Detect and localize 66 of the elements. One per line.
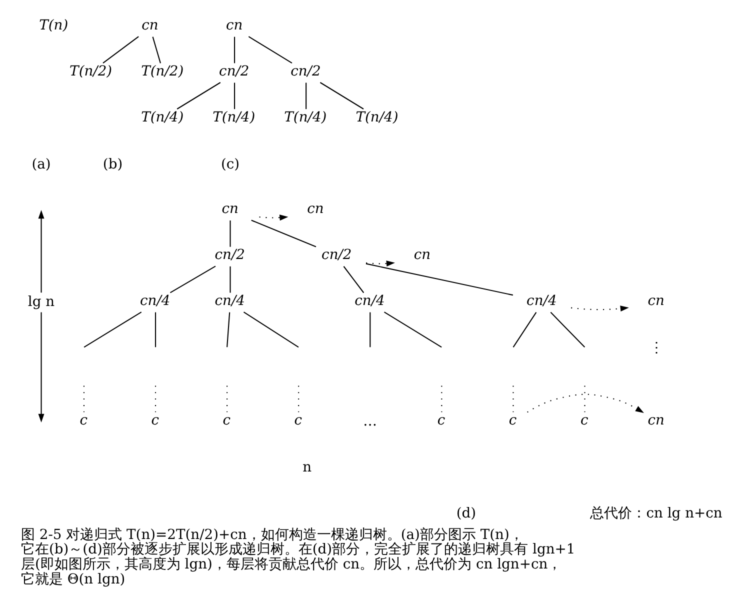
- label: (a): [32, 156, 51, 172]
- connector: [512, 312, 537, 348]
- label: (b): [102, 156, 123, 172]
- caption: 图 2-5 对递归式 T(n)=2T(n/2)+cn，如何构造一棵递归树。(a)部分图示 T(n)，它在(b)～(d)部分被逐步扩展以形成递归树。在(d)部分，完全扩展了的递归树具有 lgn+1 层(即如图所示，其高度为 lgn)，每层将贡献总代价 cn。所以，总代价为 cn lgn+cn，它就是 Θ(n lgn): [20, 526, 576, 588]
- node-text: cn: [414, 247, 431, 264]
- connector: [306, 82, 307, 110]
- node-text: T(n/2): [70, 63, 112, 80]
- label: ⋮: [649, 340, 664, 356]
- connector: [370, 312, 371, 348]
- node-text: T(n/4): [284, 109, 327, 126]
- connector: [226, 312, 230, 348]
- label: …: [363, 414, 378, 430]
- connector: [366, 263, 514, 296]
- connector: [170, 266, 216, 294]
- node-text: cn/2: [290, 63, 321, 80]
- node-text: c: [580, 412, 588, 429]
- node-text: c: [222, 412, 231, 429]
- arrow: [527, 394, 644, 414]
- label: lg n: [28, 294, 55, 310]
- node-text: c: [508, 412, 517, 429]
- connector: [320, 82, 364, 110]
- node-text: c: [437, 412, 446, 429]
- node-text: T(n): [39, 17, 68, 34]
- connector: [234, 82, 236, 110]
- connector: [251, 220, 316, 248]
- arrow: [571, 306, 629, 312]
- connector: [343, 266, 364, 294]
- node-text: cn/4: [140, 292, 170, 309]
- connector: [584, 386, 586, 412]
- node-text: cn: [648, 292, 664, 309]
- connector: [176, 82, 221, 110]
- node-text: cn/4: [214, 292, 245, 309]
- connector: [230, 266, 231, 293]
- node-text: T(n/4): [212, 109, 256, 126]
- connector: [234, 36, 236, 64]
- node-text: cn: [648, 412, 664, 429]
- connector: [243, 312, 299, 348]
- connector: [152, 36, 161, 64]
- node-text: cn/2: [214, 247, 245, 264]
- label: 总代价：cn lg n+cn: [590, 505, 722, 522]
- connector: [102, 36, 139, 64]
- node-text: T(n/2): [141, 63, 184, 80]
- node-text: cn: [222, 201, 238, 218]
- label: (c): [220, 156, 240, 172]
- node-text: cn: [226, 17, 243, 34]
- connector: [154, 312, 156, 348]
- connector: [248, 36, 292, 64]
- node-text: cn/4: [354, 292, 385, 309]
- arrow: [259, 214, 288, 221]
- connector: [550, 312, 586, 348]
- node-text: cn/4: [526, 292, 557, 309]
- connector: [384, 312, 442, 348]
- node-text: cn/2: [322, 247, 352, 264]
- node-text: T(n/4): [141, 109, 184, 126]
- label: n: [302, 460, 312, 476]
- node-text: cn/2: [219, 63, 250, 80]
- node-text: c: [80, 412, 88, 429]
- node-text: cn: [307, 201, 324, 218]
- arrow: [366, 260, 395, 266]
- node-text: c: [151, 412, 160, 429]
- connector: [84, 312, 142, 348]
- node-text: c: [294, 412, 302, 429]
- node-text: cn: [142, 17, 158, 34]
- label: (d): [456, 505, 476, 522]
- node-text: T(n/4): [356, 109, 398, 126]
- connector: [230, 220, 231, 247]
